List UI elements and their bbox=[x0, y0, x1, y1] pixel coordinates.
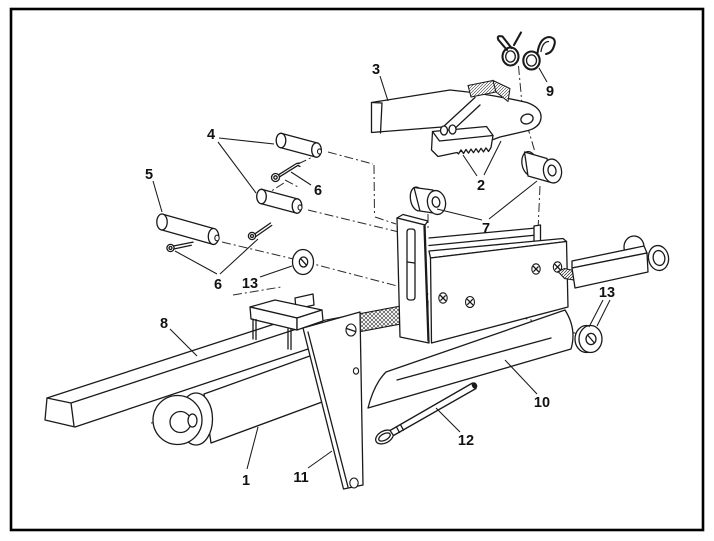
part-jaw bbox=[430, 124, 494, 158]
callout-6a: 6 bbox=[314, 183, 322, 199]
callout-9: 9 bbox=[546, 84, 554, 100]
part-trough bbox=[367, 309, 574, 409]
callout-11: 11 bbox=[293, 470, 308, 486]
part-washer-right bbox=[574, 324, 603, 354]
screw-head bbox=[531, 263, 541, 275]
callout-1: 1 bbox=[242, 473, 250, 489]
part-ring-pin bbox=[375, 382, 478, 445]
frame-plate bbox=[428, 237, 584, 344]
callout-3: 3 bbox=[372, 62, 380, 78]
callout-7: 7 bbox=[482, 221, 490, 237]
callout-6b: 6 bbox=[214, 277, 222, 293]
part-lever bbox=[370, 79, 542, 153]
screw-head bbox=[438, 292, 448, 304]
callout-10: 10 bbox=[534, 395, 550, 411]
part-clevis-pins bbox=[156, 132, 323, 246]
callout-8: 8 bbox=[160, 316, 168, 332]
callout-4: 4 bbox=[207, 127, 215, 143]
part-support-bar bbox=[44, 315, 330, 428]
part-cylinder bbox=[152, 347, 342, 446]
screw-head bbox=[552, 261, 563, 273]
callout-2: 2 bbox=[477, 178, 485, 194]
callout-13b: 13 bbox=[599, 285, 615, 301]
callout-13a: 13 bbox=[242, 276, 258, 292]
grip-pad bbox=[492, 79, 511, 103]
part-spring bbox=[496, 31, 556, 71]
callout-labels: 1 2 3 4 5 6 6 7 8 9 10 11 12 13 13 bbox=[145, 62, 615, 489]
rear-bracket bbox=[249, 293, 324, 351]
part-cotter-pins bbox=[166, 162, 301, 253]
screw-head bbox=[464, 295, 476, 309]
part-support-leg bbox=[302, 311, 364, 490]
callout-12: 12 bbox=[458, 433, 474, 449]
leader-lines bbox=[152, 67, 611, 470]
slotted-plate bbox=[396, 213, 430, 344]
right-arm bbox=[571, 235, 670, 289]
callout-5: 5 bbox=[145, 167, 153, 183]
part-rollers bbox=[409, 150, 563, 216]
part-washer-left bbox=[291, 248, 315, 276]
